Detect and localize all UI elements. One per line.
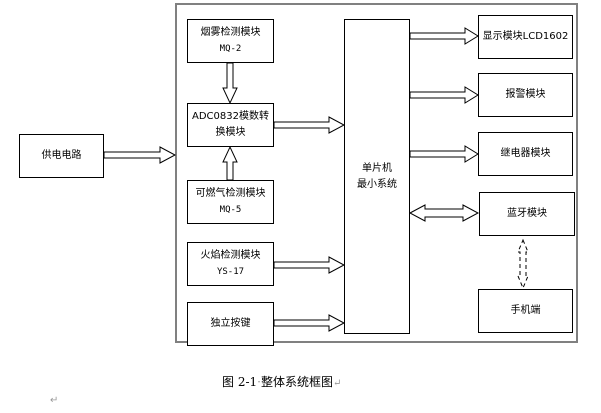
block-relay-label: 继电器模块	[500, 148, 551, 159]
block-gas-model: MQ-5	[219, 205, 242, 215]
block-gas-sensor: 可燃气检测模块 MQ-5	[187, 180, 274, 224]
block-adc: ADC0832模数转 换模块	[187, 103, 274, 147]
wireless-link-bt-phone	[517, 238, 529, 290]
block-gas-label: 可燃气检测模块	[195, 188, 266, 199]
arrow-mcu-to-lcd	[409, 27, 479, 45]
block-alarm-label: 报警模块	[505, 89, 546, 100]
paragraph-mark: ↵	[50, 395, 59, 406]
block-bluetooth: 蓝牙模块	[479, 192, 575, 236]
caption-number: 2-1	[237, 375, 258, 389]
arrow-smoke-to-adc	[222, 62, 238, 105]
block-lcd-label: 显示模块LCD1602	[482, 31, 569, 42]
block-mcu-label: 单片机	[362, 162, 392, 174]
block-smoke-label: 烟雾检测模块	[200, 27, 261, 38]
caption-paragraph-mark: ↵	[333, 378, 342, 389]
block-phone: 手机端	[478, 289, 573, 333]
arrow-mcu-to-relay	[409, 145, 479, 163]
arrow-mcu-to-alarm	[409, 86, 479, 104]
block-mcu-label2: 最小系统	[357, 178, 397, 190]
block-adc-label: ADC0832模数转	[192, 111, 269, 122]
arrow-power-to-system	[103, 146, 177, 164]
caption-text: 整体系统框图	[261, 375, 334, 389]
block-adc-label2: 换模块	[215, 127, 246, 138]
block-alarm: 报警模块	[478, 73, 573, 117]
block-power: 供电电路	[19, 134, 104, 178]
system-boundary	[175, 3, 578, 343]
arrow-mcu-bt-bidirectional	[408, 204, 480, 222]
arrow-flame-to-mcu	[273, 256, 346, 274]
block-power-label: 供电电路	[41, 150, 82, 161]
caption-prefix: 图	[222, 375, 235, 389]
block-keys: 独立按键	[187, 302, 274, 346]
block-lcd: 显示模块LCD1602	[478, 15, 573, 59]
block-flame-model: YS-17	[216, 267, 245, 277]
block-flame-sensor: 火焰检测模块 YS-17	[187, 242, 274, 286]
arrow-keys-to-mcu	[273, 314, 346, 332]
arrow-gas-to-adc	[222, 145, 238, 181]
block-smoke-model: MQ-2	[219, 44, 242, 54]
block-bt-label: 蓝牙模块	[507, 208, 547, 219]
block-mcu: 单片机 最小系统	[344, 19, 410, 334]
block-keys-label: 独立按键	[210, 318, 251, 329]
arrow-adc-to-mcu	[273, 116, 346, 134]
block-phone-label: 手机端	[510, 305, 541, 316]
figure-caption: 图 2-1·整体系统框图↵	[222, 375, 342, 389]
block-smoke-sensor: 烟雾检测模块 MQ-2	[187, 19, 274, 63]
block-relay: 继电器模块	[478, 132, 573, 176]
block-flame-label: 火焰检测模块	[200, 250, 261, 261]
